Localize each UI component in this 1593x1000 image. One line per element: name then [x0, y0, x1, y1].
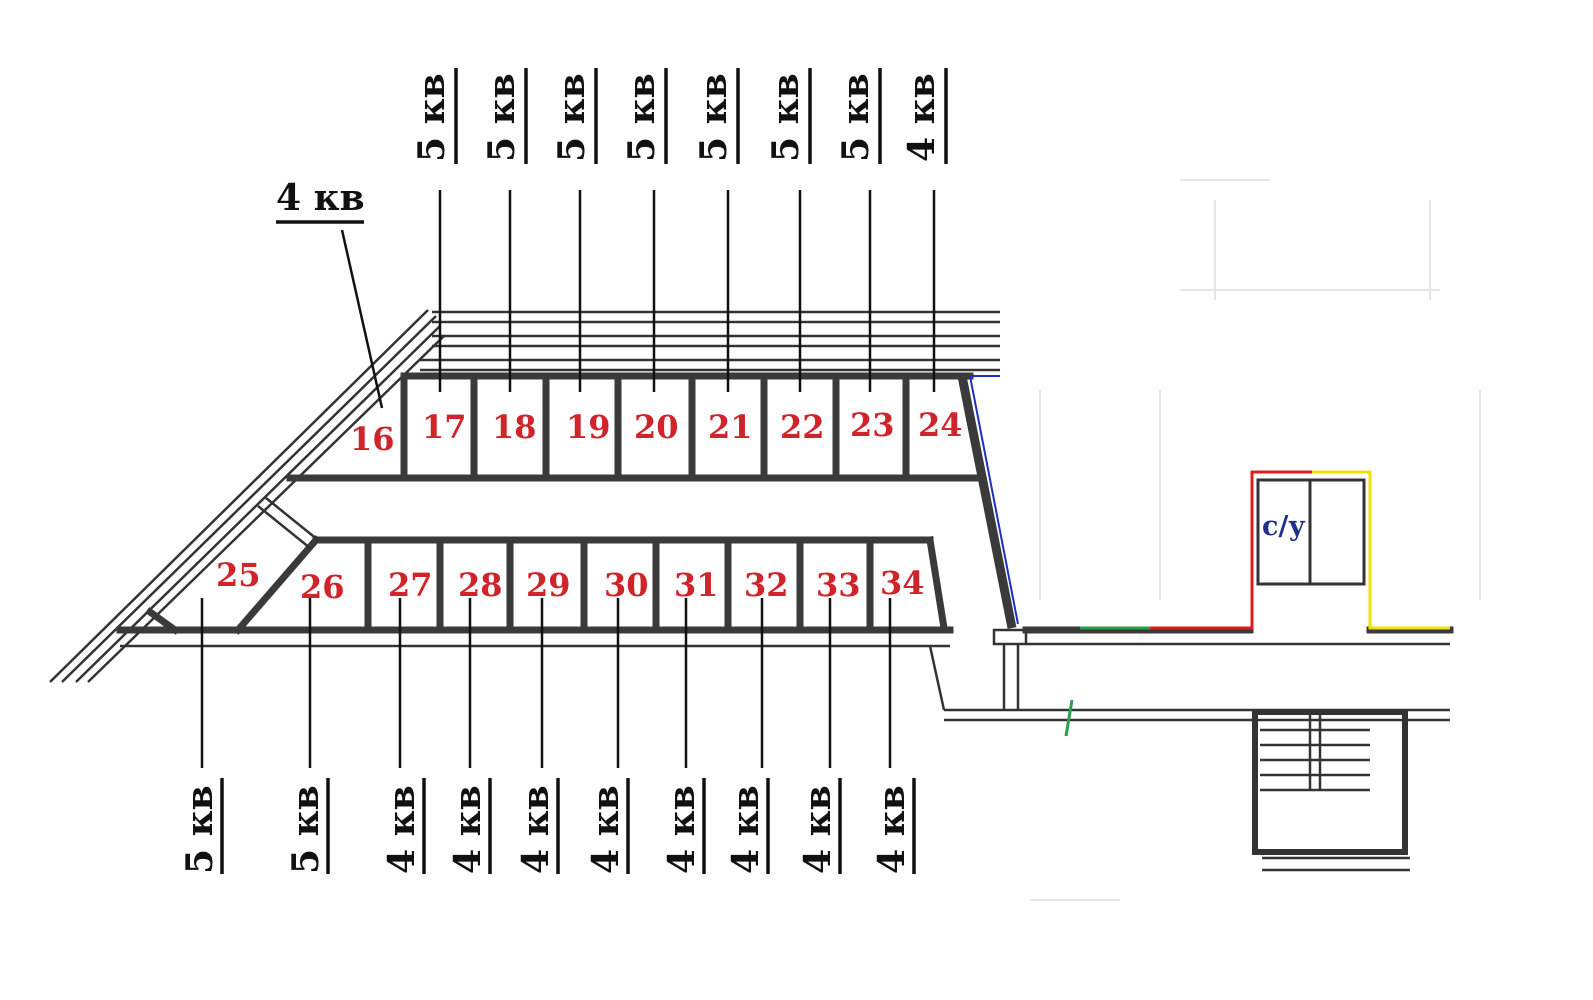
unit-number-19: 19: [566, 408, 611, 446]
unit-number-24: 24: [918, 406, 963, 444]
callout-30: 4 кв: [585, 785, 627, 874]
area-callouts: 4 кв 5 кв 5 кв 5 кв 5 кв 5 кв 5 кв 5 кв 4 кв 5 кв…: [179, 68, 948, 874]
unit-number-33: 33: [816, 566, 861, 604]
room-outlines: [1064, 470, 1450, 737]
unit-number-20: 20: [634, 408, 679, 446]
callout-23: 5 кв: [835, 73, 877, 162]
unit-number-25: 25: [216, 556, 261, 594]
lower-corridor: [928, 626, 1454, 722]
unit-number-32: 32: [744, 566, 789, 604]
unit-number-29: 29: [526, 566, 571, 604]
callout-26: 5 кв: [285, 785, 327, 874]
unit-number-34: 34: [880, 564, 925, 602]
staircase: [1252, 709, 1410, 872]
diagonal-wall: [49, 309, 445, 683]
unit-number-23: 23: [850, 406, 895, 444]
callout-20: 5 кв: [621, 73, 663, 162]
unit-number-18: 18: [492, 408, 537, 446]
callout-17: 5 кв: [411, 73, 453, 162]
callout-33: 4 кв: [797, 785, 839, 874]
callout-34: 4 кв: [871, 785, 913, 874]
callout-21: 5 кв: [693, 73, 735, 162]
unit-number-26: 26: [300, 568, 345, 606]
callout-16: 4 кв: [276, 177, 365, 219]
unit-number-28: 28: [458, 566, 503, 604]
bottom-units-block: [116, 497, 954, 648]
unit-number-27: 27: [388, 566, 433, 604]
callout-27: 4 кв: [381, 785, 423, 874]
callout-leaders: [200, 190, 936, 768]
unit-number-22: 22: [780, 408, 825, 446]
faded-background: [1030, 179, 1481, 901]
unit-number-16: 16: [350, 420, 395, 458]
upper-corridor-walls: [420, 310, 1000, 372]
unit-number-21: 21: [708, 408, 753, 446]
bathroom-label: с/у: [1262, 511, 1306, 542]
callout-29: 4 кв: [515, 785, 557, 874]
unit-numbers: 16 17 18 19 20 21 22 23 24 25 26 27 28 29 30 31 32 33 34: [216, 406, 963, 606]
callout-24: 4 кв: [901, 73, 943, 162]
callout-31: 4 кв: [661, 785, 703, 874]
callout-28: 4 кв: [447, 785, 489, 874]
callout-18: 5 кв: [481, 73, 523, 162]
callout-32: 4 кв: [725, 785, 767, 874]
top-units-block: [286, 372, 1019, 629]
leader-line-16: [340, 229, 384, 409]
unit-number-30: 30: [604, 566, 649, 604]
unit-number-31: 31: [674, 566, 719, 604]
callout-19: 5 кв: [551, 73, 593, 162]
unit-number-17: 17: [422, 408, 467, 446]
callout-22: 5 кв: [765, 73, 807, 162]
callout-25: 5 кв: [179, 785, 221, 874]
